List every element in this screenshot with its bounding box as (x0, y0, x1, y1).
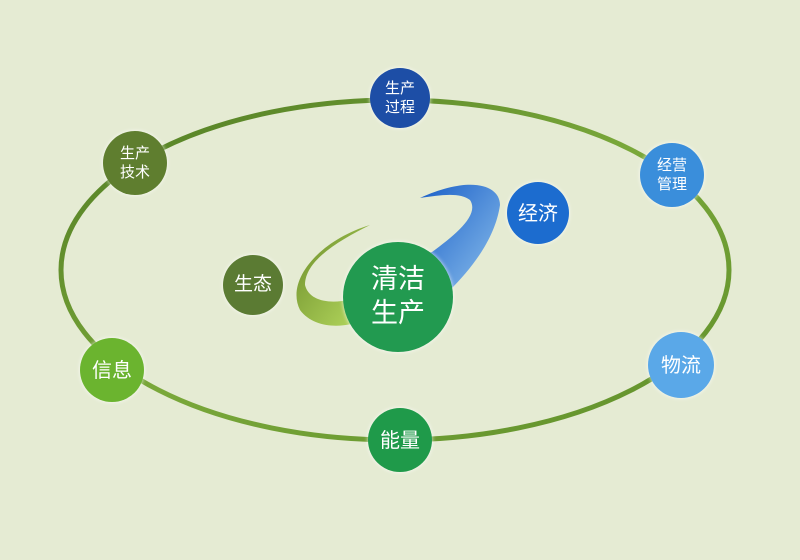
node-label: 生态 (233, 273, 272, 296)
node-logistics: 物流 (648, 332, 714, 398)
node-label: 生产 技术 (119, 144, 150, 181)
node-label: 经营 管理 (656, 156, 687, 193)
node-label: 信息 (92, 357, 132, 382)
node-label: 能量 (380, 427, 420, 452)
node-production-process: 生产 过程 (370, 68, 430, 128)
node-label: 物流 (661, 352, 701, 377)
node-label: 生产 过程 (384, 79, 415, 116)
center-label: 清洁 生产 (371, 264, 425, 329)
node-production-technology: 生产 技术 (103, 131, 167, 195)
node-energy: 能量 (368, 408, 432, 472)
node-business-management: 经营 管理 (640, 143, 704, 207)
center-node-clean-production: 清洁 生产 (343, 242, 453, 352)
node-ecology: 生态 (223, 255, 283, 315)
node-economy: 经济 (507, 182, 569, 244)
node-information: 信息 (80, 338, 144, 402)
node-label: 经济 (518, 200, 558, 225)
